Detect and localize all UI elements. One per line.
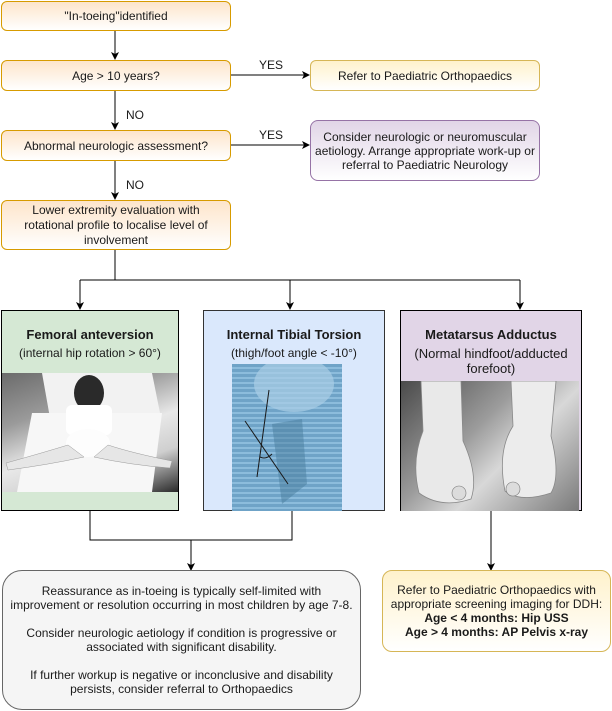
child-prone-illustration xyxy=(5,373,173,492)
metatarsus-title: Metatarsus Adductus xyxy=(425,327,557,342)
tibial-title: Internal Tibial Torsion xyxy=(226,327,362,342)
yes-label-age: YES xyxy=(259,58,284,72)
no-label-age: NO xyxy=(126,108,144,122)
neuro-action-label: Consider neurologic or neuromuscular aet… xyxy=(315,129,535,172)
metatarsus-adductus-card: Metatarsus Adductus (Normal hindfoot/add… xyxy=(400,310,582,511)
femoral-subtitle: (internal hip rotation > 60°) xyxy=(19,346,161,360)
neuro-question-node: Abnormal neurologic assessment? xyxy=(1,130,231,161)
reassurance-paragraph-2: Consider neurologic aetiology if conditi… xyxy=(26,626,337,654)
lower-extremity-node: Lower extremity evaluation with rotation… xyxy=(1,200,231,250)
start-label: "In-toeing"identified xyxy=(64,9,168,23)
refer-ortho-node: Refer to Paediatric Orthopaedics xyxy=(310,60,540,91)
reassurance-node: Reassurance as in-toeing is typically se… xyxy=(2,570,361,710)
no-label-neuro: NO xyxy=(126,178,144,192)
reassurance-paragraph-1: Reassurance as in-toeing is typically se… xyxy=(10,584,353,612)
metatarsus-subtitle: (Normal hindfoot/adducted forefoot) xyxy=(414,346,568,376)
reassurance-paragraph-3: If further workup is negative or inconcl… xyxy=(30,668,333,696)
internal-tibial-torsion-card: Internal Tibial Torsion (thigh/foot angl… xyxy=(203,310,385,511)
femoral-anteversion-photo xyxy=(2,373,178,492)
neuro-question-label: Abnormal neurologic assessment? xyxy=(23,138,209,153)
ddh-line-2: Age < 4 months: Hip USS xyxy=(424,611,569,625)
age-question-node: Age > 10 years? xyxy=(1,60,231,91)
tibial-subtitle: (thigh/foot angle < -10°) xyxy=(231,346,357,360)
lower-extremity-label: Lower extremity evaluation with rotation… xyxy=(24,202,208,247)
edge-merge xyxy=(89,510,293,541)
ddh-line-1: Refer to Paediatric Orthopaedics with ap… xyxy=(390,583,603,611)
thigh-foot-angle-diagram xyxy=(244,364,334,504)
neuro-action-node: Consider neurologic or neuromuscular aet… xyxy=(310,120,540,181)
femoral-anteversion-card: Femoral anteversion (internal hip rotati… xyxy=(1,310,179,511)
start-node: "In-toeing"identified xyxy=(1,1,231,31)
infant-feet-illustration xyxy=(415,381,557,504)
yes-label-neuro: YES xyxy=(259,128,284,142)
femoral-title: Femoral anteversion xyxy=(26,327,154,342)
ddh-line-3: Age > 4 months: AP Pelvis x-ray xyxy=(404,625,589,639)
infant-feet-photo xyxy=(401,381,579,511)
age-question-label: Age > 10 years? xyxy=(72,68,160,83)
ddh-referral-node: Refer to Paediatric Orthopaedics with ap… xyxy=(382,570,611,652)
thigh-foot-angle-photo xyxy=(232,364,342,511)
refer-ortho-label: Refer to Paediatric Orthopaedics xyxy=(337,68,513,83)
